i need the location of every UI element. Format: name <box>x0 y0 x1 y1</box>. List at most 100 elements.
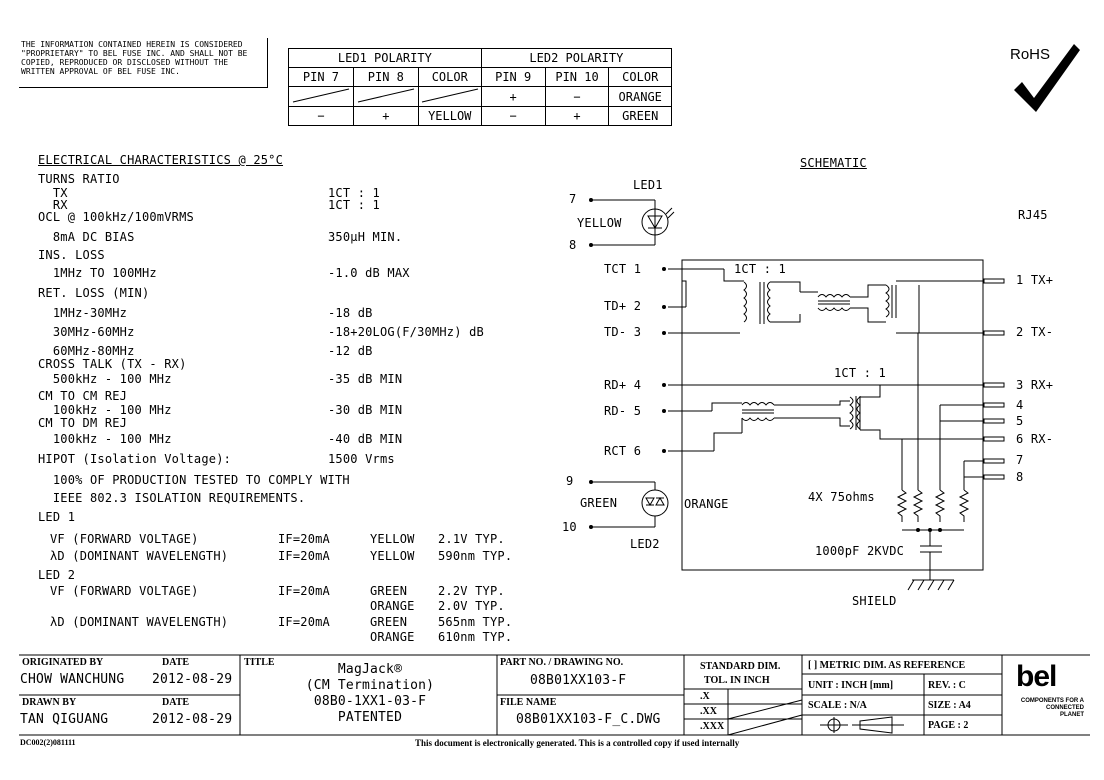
spec-label: CM TO CM REJ <box>38 389 128 403</box>
spec-label: 1MHz-30MHz <box>38 306 128 320</box>
sheet-size: SIZE : A4 <box>928 700 971 711</box>
capacitor-label: 1000pF 2KVDC <box>815 544 905 558</box>
color-cell: ORANGE <box>608 86 672 107</box>
right-pin-label: 8 <box>1016 470 1024 484</box>
led-value: 565nm TYP. <box>438 615 513 629</box>
spec-label: HIPOT (Isolation Voltage): <box>38 452 232 466</box>
color-cell: GREEN <box>608 106 672 126</box>
spec-label: 100% OF PRODUCTION TESTED TO COMPLY WITH <box>38 473 350 487</box>
yellow-label: YELLOW <box>577 216 622 230</box>
led-color: ORANGE <box>370 599 415 613</box>
standard-dim: STANDARD DIM. <box>700 661 781 672</box>
termination-network <box>896 333 984 591</box>
spec-value: -18+20LOG(F/30MHz) dB <box>328 325 484 339</box>
scale-label: SCALE : N/A <box>808 700 867 711</box>
tagline-line: PLANET <box>1060 712 1084 718</box>
tx-ratio-label: 1CT : 1 <box>734 262 786 276</box>
led1-symbol <box>590 199 675 246</box>
right-pin-label: 3 RX+ <box>1016 378 1054 392</box>
led-cond: IF=20mA <box>278 532 330 546</box>
led-value: 2.0V TYP. <box>438 599 505 613</box>
spec-label: OCL @ 100kHz/100mVRMS <box>38 210 194 224</box>
led2-label: LED2 <box>630 537 660 551</box>
led-param: VF (FORWARD VOLTAGE) <box>50 532 199 546</box>
led1-label: LED1 <box>633 178 663 192</box>
led-cond: IF=20mA <box>278 615 330 629</box>
spec-label: 1MHz TO 100MHz <box>38 266 157 280</box>
polarity-cell: − <box>288 106 354 126</box>
polarity-cell: + <box>544 106 610 126</box>
orange-label: ORANGE <box>684 497 729 511</box>
right-pin-label: 2 TX- <box>1016 325 1054 339</box>
spec-label: RET. LOSS (MIN) <box>38 286 150 300</box>
metric-note: [ ] METRIC DIM. AS REFERENCE <box>808 660 966 671</box>
green-label: GREEN <box>580 496 618 510</box>
header-cell: COLOR <box>417 67 482 87</box>
spec-value: -1.0 dB MAX <box>328 266 410 280</box>
notice-line: WRITTEN APPROVAL OF BEL FUSE INC. <box>21 67 180 76</box>
projection-symbol <box>820 716 904 734</box>
file-name-label: FILE NAME <box>500 697 557 708</box>
tol-xxx: .XXX <box>700 721 725 732</box>
polarity-cell: + <box>352 106 419 126</box>
right-pin-label: 1 TX+ <box>1016 273 1054 287</box>
title-line: MagJack® <box>337 662 403 677</box>
led-color: GREEN <box>370 584 408 598</box>
left-pin-label: TCT 1 <box>604 262 642 276</box>
spec-label: IEEE 802.3 ISOLATION REQUIREMENTS. <box>38 491 306 505</box>
notice-line: THE INFORMATION CONTAINED HEREIN IS CONS… <box>21 40 243 49</box>
proprietary-notice: THE INFORMATION CONTAINED HEREIN IS CONS… <box>21 40 247 76</box>
spec-value: 1CT : 1 <box>328 186 380 200</box>
led-color: GREEN <box>370 615 408 629</box>
left-pin-label: RCT 6 <box>604 444 642 458</box>
right-pin-label: 7 <box>1016 453 1024 467</box>
rx-ratio-label: 1CT : 1 <box>834 366 886 380</box>
pin9-label: 9 <box>566 474 574 488</box>
notice-line: COPIED, REPRODUCED OR DISCLOSED WITHOUT … <box>21 58 229 67</box>
spec-label: 8mA DC BIAS <box>38 230 135 244</box>
spec-label: 60MHz-80MHz <box>38 344 135 358</box>
tagline-line: COMPONENTS FOR A <box>1020 698 1084 704</box>
left-pin-label: TD- 3 <box>604 325 642 339</box>
title-line: 08B0-1XX1-03-F <box>313 694 427 709</box>
page-number: PAGE : 2 <box>928 720 969 731</box>
led-section-title: LED 1 <box>38 510 76 524</box>
title-label: TITLE <box>244 657 275 668</box>
spec-label: RX <box>38 198 68 212</box>
resistor-label: 4X 75ohms <box>808 490 875 504</box>
rj45-pins <box>983 278 1005 480</box>
right-pin-label: 5 <box>1016 414 1024 428</box>
rx-transformer <box>668 384 984 452</box>
spec-label: 100kHz - 100 MHz <box>38 403 172 417</box>
led-polarity-table: LED1 POLARITY LED2 POLARITY PIN 7 PIN 8 … <box>288 48 673 126</box>
led-value: 590nm TYP. <box>438 549 513 563</box>
drawn-by-label: DRAWN BY <box>22 697 77 708</box>
spec-label: TX <box>38 186 68 200</box>
unit-label: UNIT : INCH [mm] <box>808 680 894 691</box>
spec-value: -12 dB <box>328 344 373 358</box>
date-label: DATE <box>162 657 190 668</box>
left-pin-label: RD- 5 <box>604 404 642 418</box>
left-pin-label: TD+ 2 <box>604 299 642 313</box>
part-no-label: PART NO. / DRAWING NO. <box>500 657 624 668</box>
spec-value: 350μH MIN. <box>328 230 403 244</box>
led-param: VF (FORWARD VOLTAGE) <box>50 584 199 598</box>
drawn-by: TAN QIGUANG <box>20 712 109 727</box>
spec-label: 100kHz - 100 MHz <box>38 432 172 446</box>
shield-label: SHIELD <box>852 594 897 608</box>
left-pin-label: RD+ 4 <box>604 378 642 392</box>
spec-label: INS. LOSS <box>38 248 105 262</box>
right-pin-label: 4 <box>1016 398 1024 412</box>
date-label: DATE <box>162 697 190 708</box>
bel-tagline: COMPONENTS FOR A CONNECTED PLANET <box>1012 698 1084 719</box>
spec-label: CROSS TALK (TX - RX) <box>38 357 187 371</box>
led2-polarity-title: LED2 POLARITY <box>480 48 673 68</box>
document-code: DC002(2)081111 <box>20 738 76 747</box>
pin10-label: 10 <box>562 520 577 534</box>
tx-transformer <box>668 268 984 334</box>
led-color: YELLOW <box>370 549 415 563</box>
part-no: 08B01XX103-F <box>530 673 627 688</box>
originated-date: 2012-08-29 <box>152 672 233 687</box>
led-value: 610nm TYP. <box>438 630 513 644</box>
spec-label: CM TO DM REJ <box>38 416 128 430</box>
